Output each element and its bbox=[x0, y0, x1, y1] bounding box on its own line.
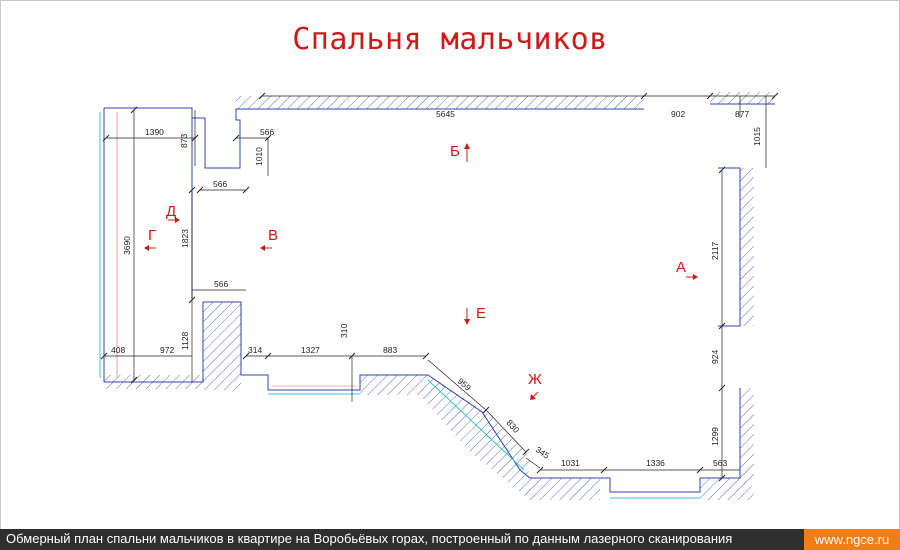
view-labels: А Б В Г Д Е Ж bbox=[144, 143, 698, 400]
dim-563: 563 bbox=[713, 458, 727, 468]
dim-1390: 1390 bbox=[145, 127, 164, 137]
dim-1031: 1031 bbox=[561, 458, 580, 468]
arrow-d-icon bbox=[175, 217, 180, 223]
room-outline bbox=[103, 103, 775, 493]
arrow-g-icon bbox=[144, 245, 149, 251]
dim-345: 345 bbox=[534, 444, 552, 460]
label-zh: Ж bbox=[528, 371, 542, 388]
label-v: В bbox=[268, 227, 278, 244]
arrow-e-icon bbox=[464, 319, 470, 325]
dim-902: 902 bbox=[671, 109, 685, 119]
dim-310: 310 bbox=[339, 324, 349, 338]
dim-883: 883 bbox=[383, 345, 397, 355]
dim-314: 314 bbox=[248, 345, 262, 355]
dim-873: 873 bbox=[179, 134, 189, 148]
label-e: Е bbox=[476, 305, 486, 322]
dim-566-low: 566 bbox=[214, 279, 228, 289]
dim-1327: 1327 bbox=[301, 345, 320, 355]
arrow-a-icon bbox=[693, 274, 698, 280]
dim-1015: 1015 bbox=[752, 127, 762, 146]
floor-plan: 1390 873 566 1010 566 5645 902 877 1015 … bbox=[99, 92, 779, 500]
label-d: Д bbox=[166, 203, 176, 220]
plan-title: Спальня мальчиков bbox=[292, 22, 608, 57]
dim-1336: 1336 bbox=[646, 458, 665, 468]
label-b: Б bbox=[450, 143, 460, 160]
dim-408: 408 bbox=[111, 345, 125, 355]
dimension-texts: 1390 873 566 1010 566 5645 902 877 1015 … bbox=[111, 109, 762, 468]
caption-text: Обмерный план спальни мальчиков в кварти… bbox=[6, 531, 733, 546]
dim-959: 959 bbox=[456, 376, 474, 393]
dim-1128: 1128 bbox=[180, 331, 190, 350]
dimension-ticks bbox=[100, 92, 779, 482]
windows bbox=[99, 112, 700, 499]
dim-5645: 5645 bbox=[436, 109, 455, 119]
caption-bar: Обмерный план спальни мальчиков в кварти… bbox=[0, 529, 900, 550]
dim-2117: 2117 bbox=[710, 241, 720, 260]
arrow-b-icon bbox=[464, 143, 470, 149]
dim-3690: 3690 bbox=[122, 236, 132, 255]
dim-1010: 1010 bbox=[254, 147, 264, 166]
dim-1299: 1299 bbox=[710, 427, 720, 446]
arrow-zh-icon bbox=[530, 394, 536, 400]
dim-1823: 1823 bbox=[180, 229, 190, 248]
label-g: Г bbox=[148, 227, 156, 244]
label-a: А bbox=[676, 259, 686, 276]
dim-877: 877 bbox=[735, 109, 749, 119]
arrow-v-icon bbox=[260, 245, 265, 251]
dim-566-mid: 566 bbox=[213, 179, 227, 189]
dim-972: 972 bbox=[160, 345, 174, 355]
dim-566-top: 566 bbox=[260, 127, 274, 137]
dim-924: 924 bbox=[710, 350, 720, 364]
site-link[interactable]: www.ngce.ru bbox=[804, 529, 900, 550]
wall-hatching bbox=[104, 92, 775, 500]
